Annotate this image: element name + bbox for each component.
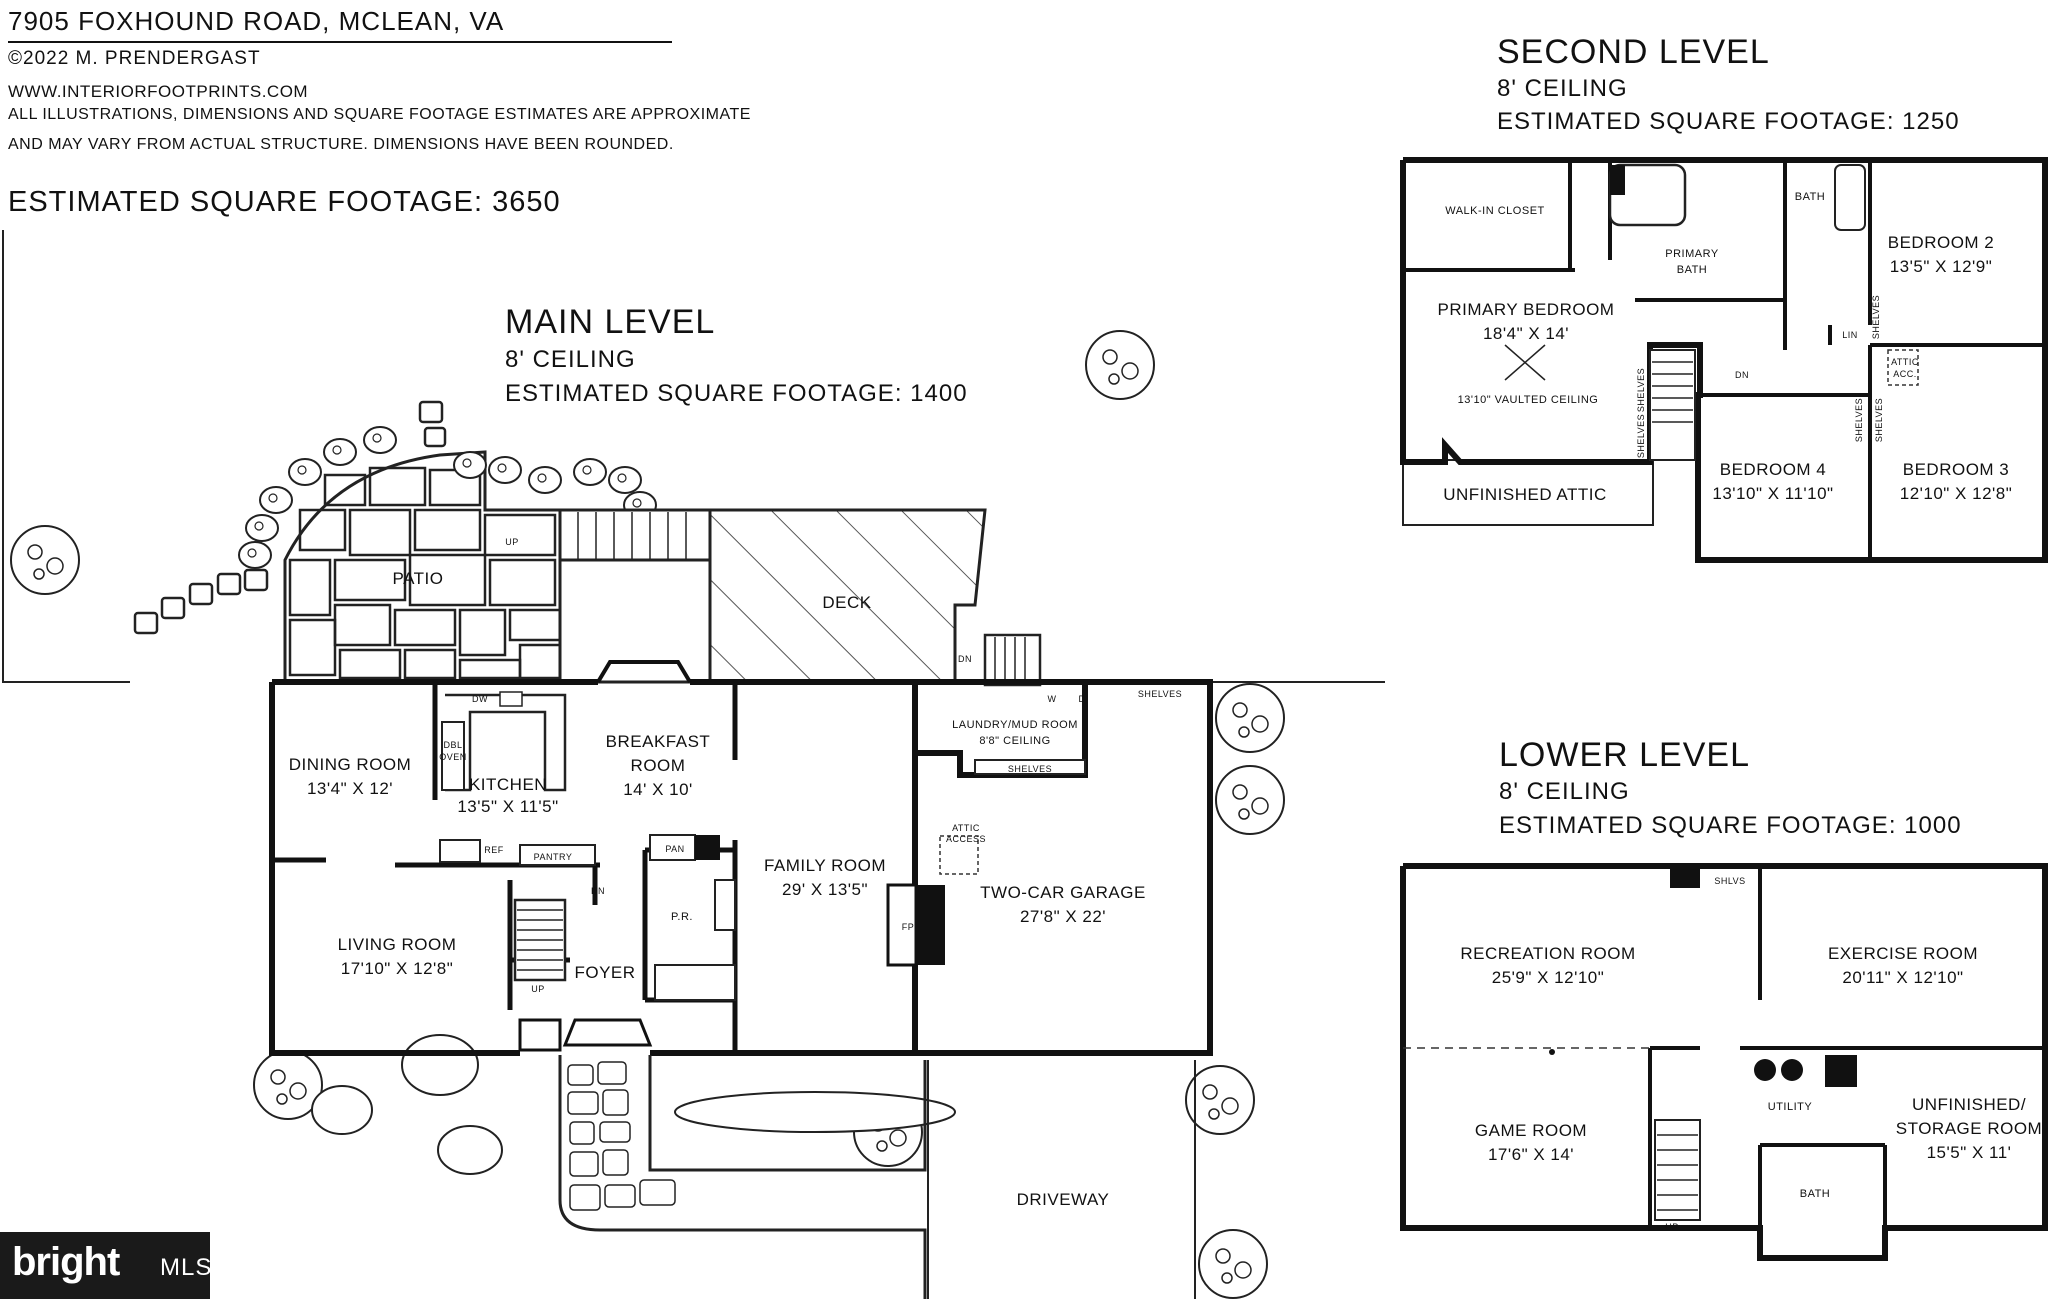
second-level-ceiling: 8' CEILING	[1497, 75, 1628, 102]
bedroom-3-label: BEDROOM 3	[1903, 460, 2010, 479]
shelves-label-1: SHELVES	[1871, 295, 1881, 339]
living-room-label: LIVING ROOM	[338, 935, 457, 954]
unfinished-storage-dimensions: 15'5" X 11'	[1927, 1143, 2012, 1162]
pantry-label: PANTRY	[534, 852, 573, 862]
unfinished-attic-label: UNFINISHED ATTIC	[1443, 485, 1607, 504]
fireplace-label: FP	[902, 922, 915, 932]
bedroom-2-label: BEDROOM 2	[1888, 233, 1995, 252]
bedroom-2-dimensions: 13'5" X 12'9"	[1890, 257, 1993, 276]
second-level-sqft: ESTIMATED SQUARE FOOTAGE: 1250	[1497, 108, 1960, 135]
family-room-dimensions: 29' X 13'5"	[782, 880, 868, 899]
double-oven-label-1: DBL	[443, 740, 462, 750]
disclaimer-line-2: AND MAY VARY FROM ACTUAL STRUCTURE. DIME…	[8, 136, 674, 153]
shelves-label-5: SHELVES	[1874, 398, 1884, 442]
disclaimer-line-1: ALL ILLUSTRATIONS, DIMENSIONS AND SQUARE…	[8, 106, 751, 123]
kitchen-dimensions: 13'5" X 11'5"	[457, 797, 558, 816]
kitchen-label: KITCHEN	[469, 775, 547, 794]
deck-label: DECK	[822, 593, 871, 612]
exercise-room-dimensions: 20'11" X 12'10"	[1842, 968, 1963, 987]
main-level-plan: PATIO DECK DINING ROOM 13'4" X 12' KITCH…	[2, 230, 1385, 1299]
shelves-label-a: SHELVES	[1138, 689, 1182, 699]
deck-down-label: DN	[958, 654, 972, 664]
second-level-title: SECOND LEVEL	[1497, 33, 1770, 71]
garage-dimensions: 27'8" X 22'	[1020, 907, 1106, 926]
bedroom-4-label: BEDROOM 4	[1720, 460, 1827, 479]
lower-bath-label: BATH	[1800, 1188, 1831, 1200]
property-address: 7905 FOXHOUND ROAD, MCLEAN, VA	[8, 6, 505, 36]
attic-acc-label-1: ATTIC	[1891, 357, 1919, 367]
vaulted-ceiling-label: 13'10" VAULTED CEILING	[1458, 394, 1599, 406]
recreation-room-dimensions: 25'9" X 12'10"	[1492, 968, 1605, 987]
linen-label: LIN	[1842, 330, 1858, 340]
main-level-title: MAIN LEVEL	[505, 303, 716, 341]
shelves-label-4: SHELVES	[1854, 398, 1864, 442]
unfinished-storage-label-2: STORAGE ROOM	[1896, 1119, 2042, 1138]
driveway-label: DRIVEWAY	[1017, 1190, 1110, 1209]
website: WWW.INTERIORFOOTPRINTS.COM	[8, 82, 309, 101]
recreation-room-label: RECREATION ROOM	[1460, 944, 1635, 963]
washer-label: W	[1048, 694, 1057, 704]
lower-stair-up-label: UP	[1665, 1222, 1679, 1232]
primary-bath-label-1: PRIMARY	[1665, 248, 1719, 260]
second-level-plan: WALK-IN CLOSET PRIMARY BATH BATH BEDROOM…	[1400, 157, 2048, 563]
bright-logo-text: bright	[12, 1240, 120, 1284]
family-room-label: FAMILY ROOM	[764, 856, 886, 875]
laundry-label: LAUNDRY/MUD ROOM	[952, 719, 1078, 731]
primary-bath-label-2: BATH	[1677, 264, 1708, 276]
lower-level-plan: SHLVS RECREATION ROOM 25'9" X 12'10" EXE…	[1400, 863, 2048, 1261]
shlvs-label: SHLVS	[1714, 876, 1745, 886]
breakfast-room-label-2: ROOM	[631, 756, 686, 775]
dining-room-dimensions: 13'4" X 12'	[307, 779, 393, 798]
primary-bedroom-dimensions: 18'4" X 14'	[1483, 324, 1569, 343]
bedroom-3-dimensions: 12'10" X 12'8"	[1900, 484, 2013, 503]
main-level-ceiling: 8' CEILING	[505, 346, 636, 373]
shelves-label-3: SHELVES	[1636, 414, 1646, 458]
shelves-label-2: SHELVES	[1636, 368, 1646, 412]
total-square-footage: ESTIMATED SQUARE FOOTAGE: 3650	[8, 186, 561, 218]
lower-level-sqft: ESTIMATED SQUARE FOOTAGE: 1000	[1499, 812, 1962, 839]
stair-down-label: DN	[1735, 370, 1749, 380]
breakfast-room-label-1: BREAKFAST	[606, 732, 711, 751]
patio-up-label: UP	[505, 537, 519, 547]
patio-label: PATIO	[393, 569, 444, 588]
dishwasher-label: DW	[472, 694, 488, 704]
ref-label: REF	[484, 845, 504, 855]
double-oven-label-2: OVEN	[439, 752, 467, 762]
foyer-label: FOYER	[574, 963, 635, 982]
patio	[133, 400, 657, 684]
lower-level-title: LOWER LEVEL	[1499, 736, 1750, 774]
dryer-label: D	[1079, 694, 1086, 704]
basement-down-label: DN	[591, 886, 605, 896]
attic-access-label-1: ATTIC	[952, 823, 980, 833]
game-room-label: GAME ROOM	[1475, 1121, 1587, 1140]
powder-room-label: P.R.	[671, 911, 693, 923]
primary-bedroom-label: PRIMARY BEDROOM	[1438, 300, 1615, 319]
exercise-room-label: EXERCISE ROOM	[1828, 944, 1978, 963]
attic-access-label-2: ACCESS	[946, 834, 986, 844]
utility-label: UTILITY	[1768, 1101, 1813, 1113]
shelves-label-b: SHELVES	[1008, 764, 1052, 774]
stair-up-label: UP	[531, 984, 545, 994]
bedroom-4-dimensions: 13'10" X 11'10"	[1712, 484, 1833, 503]
copyright: ©2022 M. PRENDERGAST	[8, 48, 261, 69]
mls-logo-text: MLS	[160, 1254, 213, 1281]
walkin-closet-label: WALK-IN CLOSET	[1445, 205, 1545, 217]
main-level-sqft: ESTIMATED SQUARE FOOTAGE: 1400	[505, 380, 968, 407]
attic-acc-label-2: ACC.	[1893, 369, 1917, 379]
breakfast-room-dimensions: 14' X 10'	[623, 780, 693, 799]
hall-bath-label: BATH	[1795, 191, 1826, 203]
pan-label: PAN	[665, 844, 684, 854]
address-underline	[8, 41, 672, 43]
game-room-dimensions: 17'6" X 14'	[1488, 1145, 1574, 1164]
mls-watermark: bright MLS	[0, 1232, 213, 1299]
lower-level-ceiling: 8' CEILING	[1499, 778, 1630, 805]
laundry-ceiling: 8'8" CEILING	[979, 735, 1050, 747]
dining-room-label: DINING ROOM	[289, 755, 412, 774]
unfinished-storage-label-1: UNFINISHED/	[1912, 1095, 2026, 1114]
garage-label: TWO-CAR GARAGE	[980, 883, 1146, 902]
living-room-dimensions: 17'10" X 12'8"	[341, 959, 454, 978]
